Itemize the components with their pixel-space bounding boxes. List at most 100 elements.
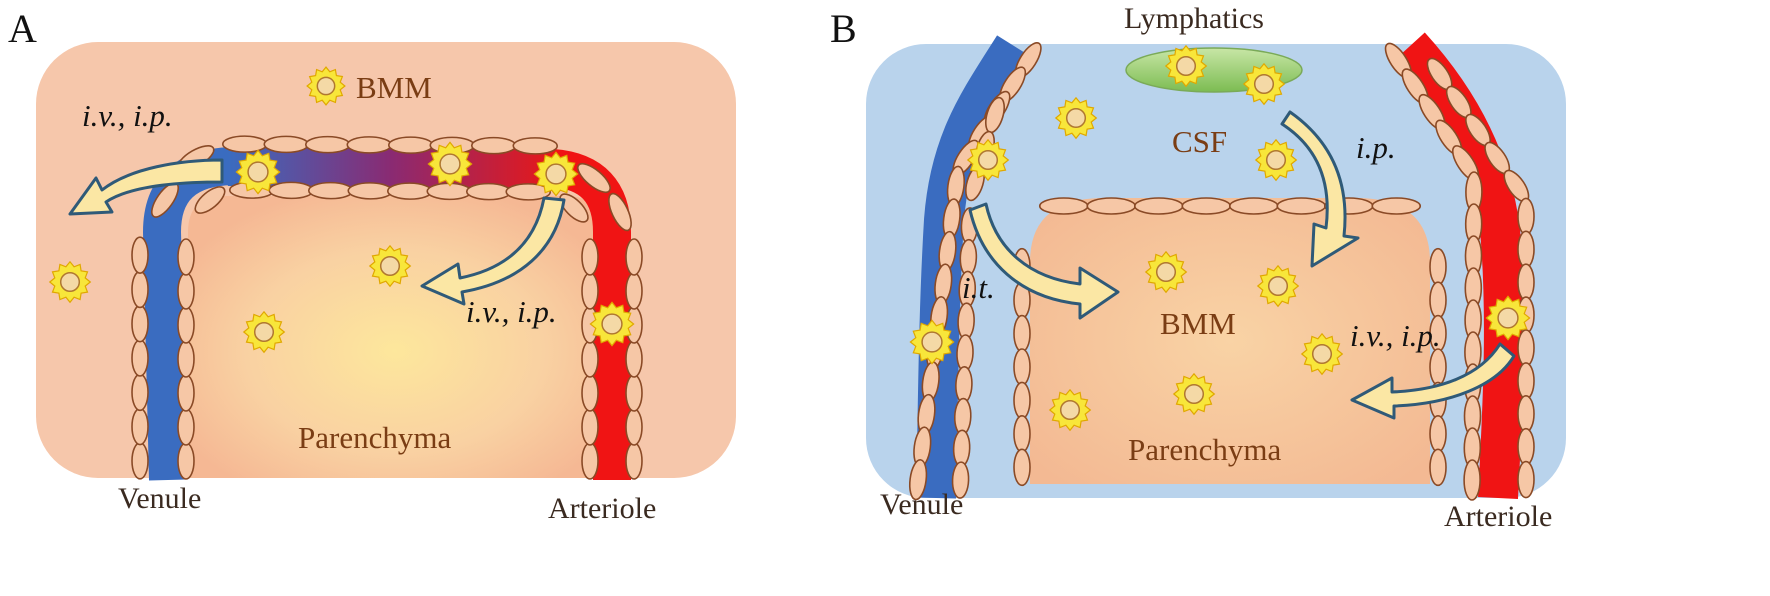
endothelial-cell (625, 272, 643, 310)
endothelial-cell (955, 365, 973, 404)
endothelial-cell (608, 192, 632, 232)
bmm-cell-icon (368, 244, 412, 288)
endothelial-cell (1517, 329, 1535, 367)
endothelial-cell (952, 429, 971, 468)
endothelial-cell (559, 193, 589, 223)
route-arrow-left-a (68, 158, 224, 216)
endothelial-cell (512, 137, 559, 155)
endothelial-cell (581, 238, 599, 276)
curved-arrow-icon (420, 196, 566, 306)
endothelial-cell (263, 135, 310, 154)
bmm-cell-icon (533, 151, 579, 197)
bmm-cell-icon (1300, 332, 1344, 376)
endothelial-cell (194, 186, 226, 214)
endothelial-cell (625, 340, 643, 378)
curved-arrow-icon (1280, 110, 1360, 268)
endothelial-cell (177, 374, 195, 412)
endothelial-cell (581, 408, 599, 446)
endothelial-cell (465, 182, 512, 201)
endothelial-cell (1463, 459, 1481, 501)
endothelial-cell (177, 272, 195, 310)
endothelial-cell (1517, 263, 1535, 302)
endothelial-cell (304, 135, 351, 154)
bmm-cell-icon (1256, 264, 1300, 308)
endothelial-cell (131, 304, 149, 343)
bmm-cell-icon (1254, 138, 1298, 182)
endothelial-cell (1429, 415, 1447, 453)
curved-arrow-icon (1350, 342, 1516, 420)
endothelial-cell (581, 340, 599, 378)
endothelial-cell (268, 181, 315, 200)
endothelial-cell (1181, 197, 1232, 215)
endothelial-cell (177, 238, 195, 276)
endothelial-cell (1013, 448, 1031, 487)
bmm-cell-icon (235, 149, 281, 195)
endothelial-cell (625, 238, 643, 276)
route-arrow-iv-b (1350, 342, 1516, 420)
bmm-cell-icon (1164, 44, 1208, 88)
parenchyma-label-a: Parenchyma (298, 420, 451, 455)
endothelial-cell (470, 136, 517, 155)
bmm-cell-icon (242, 310, 286, 354)
endothelial-cell (1429, 348, 1447, 386)
curved-arrow-icon (968, 202, 1120, 320)
bmm-cell-icon (909, 319, 955, 365)
endothelial-cell (387, 136, 434, 154)
endothelial-cell (1371, 197, 1422, 215)
endothelial-cell (1038, 197, 1089, 215)
endothelial-cell (221, 135, 268, 153)
endothelial-cell (957, 302, 975, 341)
endothelial-cell (131, 373, 149, 412)
bmm-cell-icon (427, 141, 473, 187)
bmm-cells-a (48, 66, 635, 354)
route-arrow-inner-a (420, 196, 566, 306)
endothelial-cell (581, 442, 599, 480)
lymphatics-label: Lymphatics (1124, 2, 1264, 35)
endothelial-cells-b (908, 42, 1535, 501)
endothelial-cell (131, 270, 149, 309)
endothelial-cell (131, 407, 149, 446)
endothelial-cell (908, 459, 928, 501)
venule-label-b: Venule (880, 488, 963, 521)
bmm-label-a: BMM (356, 70, 432, 105)
route-label-iv-b: i.v., i.p. (1350, 318, 1441, 353)
bmm-cell-icon (589, 301, 635, 347)
endothelial-cell (1086, 197, 1137, 215)
endothelial-cell (1276, 197, 1327, 215)
endothelial-cells-a (131, 135, 643, 480)
csf-label: CSF (1172, 124, 1227, 159)
bmm-cell-icon (306, 66, 346, 106)
bmm-cell-icon (1172, 372, 1216, 416)
endothelial-cell (1013, 381, 1031, 420)
endothelial-cell (346, 136, 393, 154)
arteriole-label-b: Arteriole (1444, 500, 1552, 533)
endothelial-cell (625, 408, 643, 446)
endothelial-cell (177, 306, 195, 344)
endothelial-cell (1429, 448, 1447, 487)
endothelial-cell (131, 442, 149, 480)
endothelial-cell (581, 374, 599, 412)
endothelial-cell (1517, 197, 1535, 236)
panel-b-letter: B (830, 6, 857, 51)
route-label-it-b: i.t. (962, 270, 995, 305)
parenchyma-label-b: Parenchyma (1128, 432, 1281, 467)
bmm-cell-icon (1144, 250, 1188, 294)
endothelial-cell (1228, 197, 1279, 215)
endothelial-cell (131, 339, 149, 377)
endothelial-cell (131, 236, 149, 274)
endothelial-cell (625, 442, 643, 480)
bmm-cell-icon (1485, 295, 1531, 341)
endothelial-cell (177, 340, 195, 378)
route-arrow-ip-b (1280, 110, 1360, 268)
endothelial-cell (1013, 348, 1031, 386)
endothelial-cell (1429, 281, 1447, 319)
endothelial-cell (1013, 415, 1031, 453)
bmm-cell-icon (1242, 62, 1286, 106)
curved-arrow-icon (68, 158, 224, 216)
endothelial-cell (1517, 427, 1535, 466)
panel-b: B Lymphatics CSF i.p. i.t. i.v., i.p. BM… (830, 2, 1566, 533)
endothelial-cell (1133, 197, 1184, 215)
bmm-cell-icon (1048, 388, 1092, 432)
endothelial-cell (1013, 314, 1031, 353)
